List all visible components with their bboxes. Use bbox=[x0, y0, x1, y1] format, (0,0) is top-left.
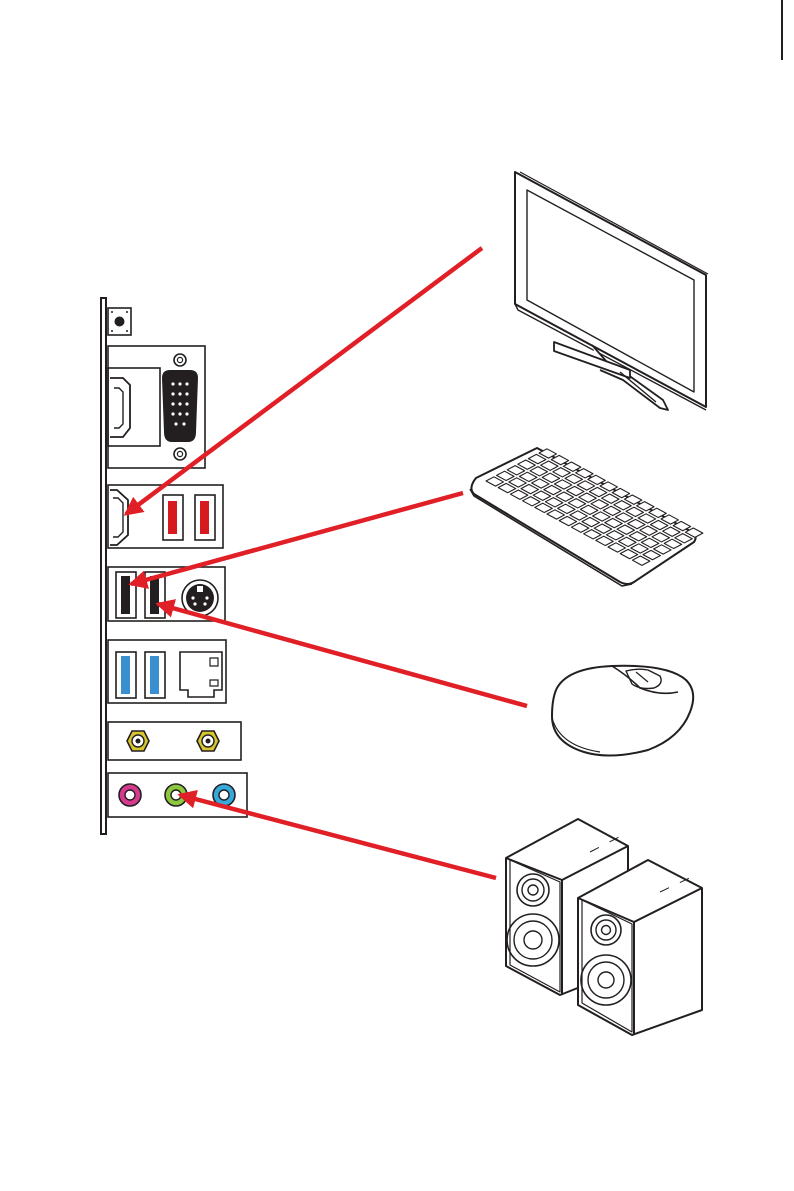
lan-port bbox=[180, 652, 222, 697]
vga-port bbox=[162, 354, 198, 460]
usb-port-keyboard bbox=[116, 572, 136, 618]
display-port-block bbox=[108, 346, 205, 468]
hdmi-port bbox=[110, 490, 128, 545]
mouse-icon bbox=[552, 666, 693, 756]
audio-jack-pink bbox=[119, 784, 141, 806]
rear-io-panel bbox=[101, 298, 247, 834]
usb2-port-2 bbox=[195, 495, 215, 540]
usb2-port-1 bbox=[163, 495, 183, 540]
usb3-lan-block bbox=[108, 640, 226, 703]
io-shield-edge bbox=[101, 298, 106, 834]
arrow-speakers-to-audio bbox=[180, 795, 496, 878]
usb3-port-2 bbox=[145, 652, 165, 698]
antenna-connector-1 bbox=[127, 731, 149, 751]
bios-flash-button bbox=[108, 308, 131, 335]
antenna-connector-2 bbox=[197, 731, 219, 751]
antenna-block bbox=[108, 722, 241, 760]
hdmi-usb2-block bbox=[108, 485, 223, 548]
keyboard-icon bbox=[470, 448, 703, 586]
speakers-icon bbox=[506, 819, 702, 1035]
monitor-icon bbox=[515, 172, 708, 410]
audio-block bbox=[108, 773, 247, 817]
usb3-port-1 bbox=[116, 652, 136, 698]
hdmi-port-top bbox=[110, 378, 130, 437]
